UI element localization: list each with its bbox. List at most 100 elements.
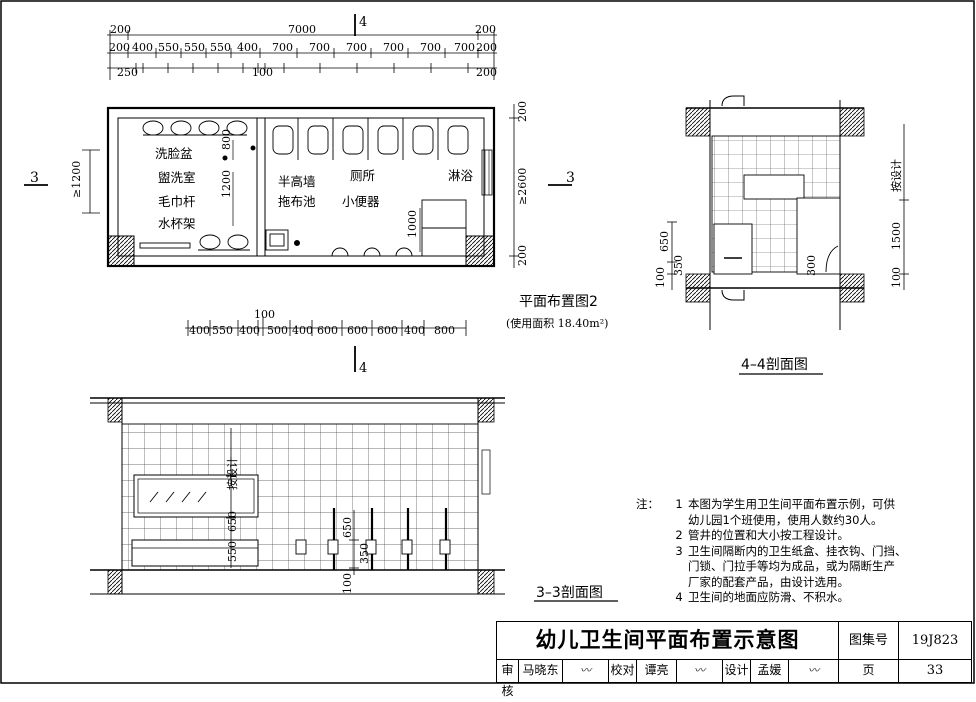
dim-row2-7: 700 [309, 41, 330, 54]
dim-bottom-6: 600 [347, 324, 368, 337]
s44-dim-design: 按设计 [889, 159, 903, 192]
dim-inner-1200: 1200 [220, 170, 233, 198]
dim-row3-0: 250 [117, 66, 138, 79]
dim-row2-3: 550 [184, 41, 205, 54]
dim-row2-10: 700 [420, 41, 441, 54]
atlas-number: 19J823 [899, 622, 971, 660]
s33-dim-350: 350 [358, 543, 371, 564]
section-mark-4-top: 4 [359, 15, 367, 30]
sheet-title: 幼儿卫生间平面布置示意图 [497, 622, 839, 660]
section44-title: 4–4剖面图 [741, 357, 808, 373]
note-number: 3 [675, 543, 683, 558]
dim-bottom-7: 600 [377, 324, 398, 337]
dim-row2-8: 700 [346, 41, 367, 54]
floor-plan [24, 14, 572, 372]
note-number: 1 [675, 497, 683, 511]
review-label: 审核 [497, 660, 519, 698]
designer-name: 孟媛 [751, 660, 789, 682]
checker-name: 谭亮 [637, 660, 677, 682]
note-item: 2 管井的位置和大小按工程设计。 [636, 528, 936, 544]
label-washroom: 盥洗室 [158, 170, 196, 185]
dim-row2-9: 700 [383, 41, 404, 54]
dim-row3-2: 200 [476, 66, 497, 79]
sheet-border [0, 0, 975, 684]
label-toilet: 厕所 [350, 168, 375, 183]
label-cup-rack: 水杯架 [158, 216, 196, 231]
dim-top-right: 200 [475, 23, 496, 36]
dim-row3-1: 100 [252, 66, 273, 79]
dim-bottom-8: 400 [404, 324, 425, 337]
note-item: 注： 1 本图为学生用卫生间平面布置示例，可供 [636, 497, 936, 513]
note-text: 幼儿园1个班使用，使用人数约30人。 [688, 512, 883, 527]
dim-left-1200: ≥1200 [70, 161, 83, 198]
label-urinal: 小便器 [342, 194, 380, 209]
dim-bottom-3: 500 [267, 324, 288, 337]
s33-dim-100: 100 [341, 573, 354, 594]
note-item: 幼儿园1个班使用，使用人数约30人。 [636, 513, 936, 529]
section-4-4 [667, 95, 909, 330]
dim-right-200-top: 200 [516, 101, 529, 122]
dim-inner-800: 800 [220, 129, 233, 150]
design-label: 设计 [723, 660, 751, 682]
dim-bottom-2: 400 [239, 324, 260, 337]
dim-bottom-0: 400 [189, 324, 210, 337]
plan-title: 平面布置图2 [519, 294, 598, 310]
note-text: 卫生间的地面应防滑、不积水。 [688, 590, 849, 604]
dim-bottom-1: 550 [212, 324, 233, 337]
section-mark-3-left: 3 [30, 170, 39, 186]
title-block: 幼儿卫生间平面布置示意图 图集号 19J823 审核 马晓东 〰 校对 谭亮 〰… [496, 621, 972, 698]
dim-top-left: 200 [110, 23, 131, 36]
dim-bottom-5: 600 [317, 324, 338, 337]
note-item: 3 卫生间隔断内的卫生纸盒、挂衣钩、门挡、 [636, 544, 936, 560]
label-mop-sink: 拖布池 [278, 194, 316, 209]
note-item: 厂家的配套产品，由设计选用。 [636, 575, 936, 591]
section-mark-4-bottom: 4 [359, 361, 367, 376]
page-label: 页 [839, 660, 899, 682]
s44-dim-100b: 100 [890, 267, 903, 288]
dim-row2-6: 700 [272, 41, 293, 54]
section33-title: 3–3剖面图 [536, 585, 603, 601]
section-mark-3-right: 3 [566, 170, 575, 186]
label-shower: 淋浴 [448, 168, 474, 183]
note-text: 厂家的配套产品，由设计选用。 [688, 574, 849, 589]
s33-dim-design: 按设计 [225, 457, 239, 490]
label-washbasin: 洗脸盆 [155, 146, 193, 161]
s44-dim-300: 300 [805, 255, 818, 276]
notes-lead: 注： [636, 497, 659, 511]
note-text: 本图为学生用卫生间平面布置示例，可供 [688, 497, 895, 511]
s44-dim-650: 650 [658, 231, 671, 252]
s33-dim-650: 650 [226, 511, 239, 532]
dim-bottom-9: 800 [434, 324, 455, 337]
dim-inner-1000: 1000 [406, 210, 419, 238]
atlas-label: 图集号 [839, 622, 899, 660]
check-label: 校对 [609, 660, 637, 682]
checker-signature: 〰 [677, 660, 723, 682]
s44-dim-100: 100 [654, 267, 667, 288]
note-number: 2 [675, 528, 683, 542]
dim-row2-2: 550 [158, 41, 179, 54]
s44-dim-1500: 1500 [890, 222, 903, 250]
page-number: 33 [926, 663, 944, 678]
s33-dim-550: 550 [226, 541, 239, 562]
reviewer-signature: 〰 [563, 660, 609, 682]
dim-bottom-100: 100 [254, 308, 275, 321]
label-half-wall: 半高墙 [278, 174, 316, 189]
dim-row2-1: 400 [132, 41, 153, 54]
note-item: 4 卫生间的地面应防滑、不积水。 [636, 590, 936, 606]
note-text: 卫生间隔断内的卫生纸盒、挂衣钩、门挡、 [688, 543, 907, 558]
dim-row2-5: 400 [237, 41, 258, 54]
dim-right-200-bottom: 200 [516, 245, 529, 266]
s33-dim-650b: 650 [341, 517, 354, 538]
reviewer-name: 马晓东 [519, 660, 563, 682]
dim-row2-4: 550 [210, 41, 231, 54]
dim-row2-0: 200 [109, 41, 130, 54]
label-towel-bar: 毛巾杆 [158, 194, 196, 209]
s44-dim-350: 350 [672, 255, 685, 276]
plan-area-note: (使用面积 18.40m²) [506, 317, 608, 330]
section-3-3 [90, 397, 505, 595]
designer-signature: 〰 [789, 660, 839, 682]
dim-right-2600: ≥2600 [516, 168, 529, 205]
note-text: 门锁、门拉手等均为成品，或为隔断生产 [688, 559, 895, 573]
note-text: 管井的位置和大小按工程设计。 [688, 528, 849, 542]
note-item: 门锁、门拉手等均为成品，或为隔断生产 [636, 559, 936, 575]
